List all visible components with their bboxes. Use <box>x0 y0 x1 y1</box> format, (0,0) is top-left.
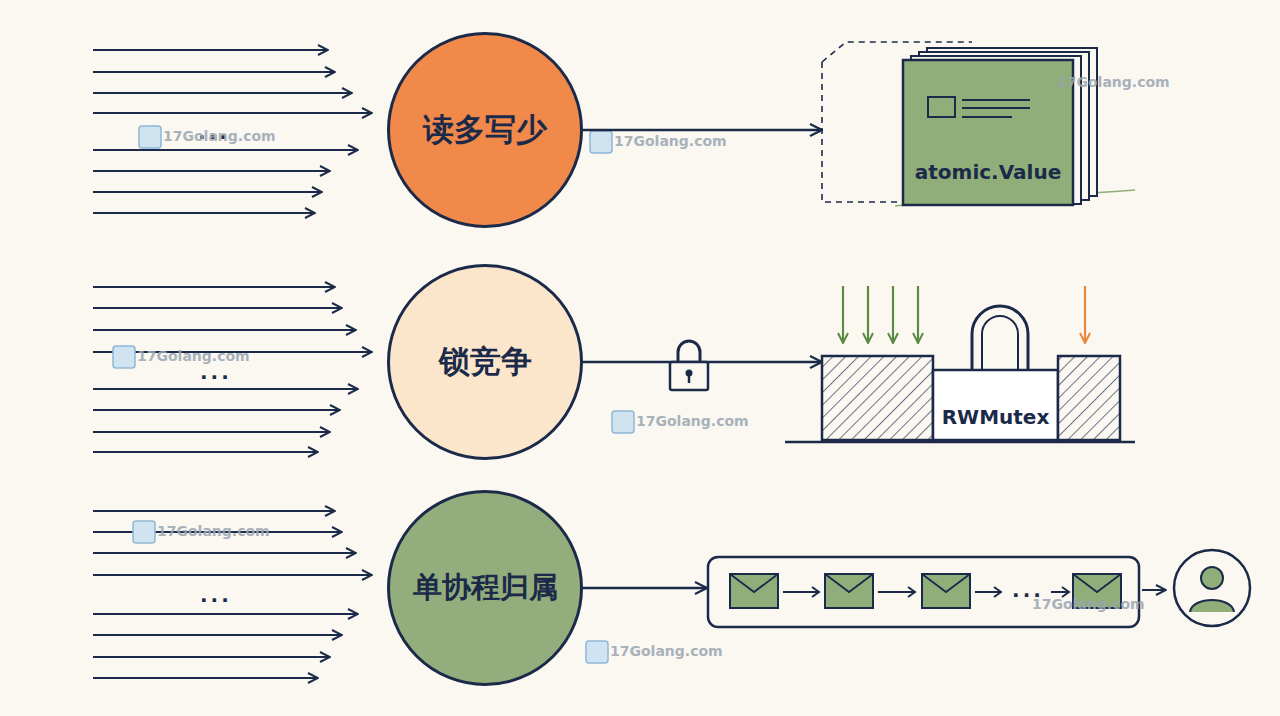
watermark: 17Golang.com <box>614 133 727 149</box>
value-card: atomic.Value <box>822 40 1108 208</box>
node-label: 锁竞争 <box>387 264 583 460</box>
flow-arrow <box>583 129 822 132</box>
padlock-icon <box>670 341 708 390</box>
topic-circle: 读多写少 <box>387 32 583 228</box>
node-label: RWMutex <box>933 398 1058 436</box>
topic-circle: 锁竞争 <box>387 264 583 460</box>
rwmutex-block: RWMutex <box>822 354 1122 442</box>
node-label: atomic.Value <box>903 152 1073 192</box>
message-queue: ... <box>707 556 1140 628</box>
watermark: 17Golang.com <box>1057 74 1170 90</box>
watermark: 17Golang.com <box>157 523 270 539</box>
person-icon <box>1174 550 1250 626</box>
node-label: 单协程归属 <box>387 490 583 686</box>
ellipsis: ... <box>200 583 232 607</box>
watermark: 17Golang.com <box>163 128 276 144</box>
lock-arrows <box>843 286 1085 343</box>
node-label: 读多写少 <box>387 32 583 228</box>
watermark: 17Golang.com <box>610 643 723 659</box>
flow-arrow <box>583 587 707 590</box>
watermark: 17Golang.com <box>137 348 250 364</box>
queue-out-arrow <box>1142 590 1166 591</box>
node-outline <box>707 556 1140 628</box>
watermark: 17Golang.com <box>1032 596 1145 612</box>
incoming-arrows <box>93 50 372 678</box>
topic-circle: 单协程归属 <box>387 490 583 686</box>
watermark: 17Golang.com <box>636 413 749 429</box>
